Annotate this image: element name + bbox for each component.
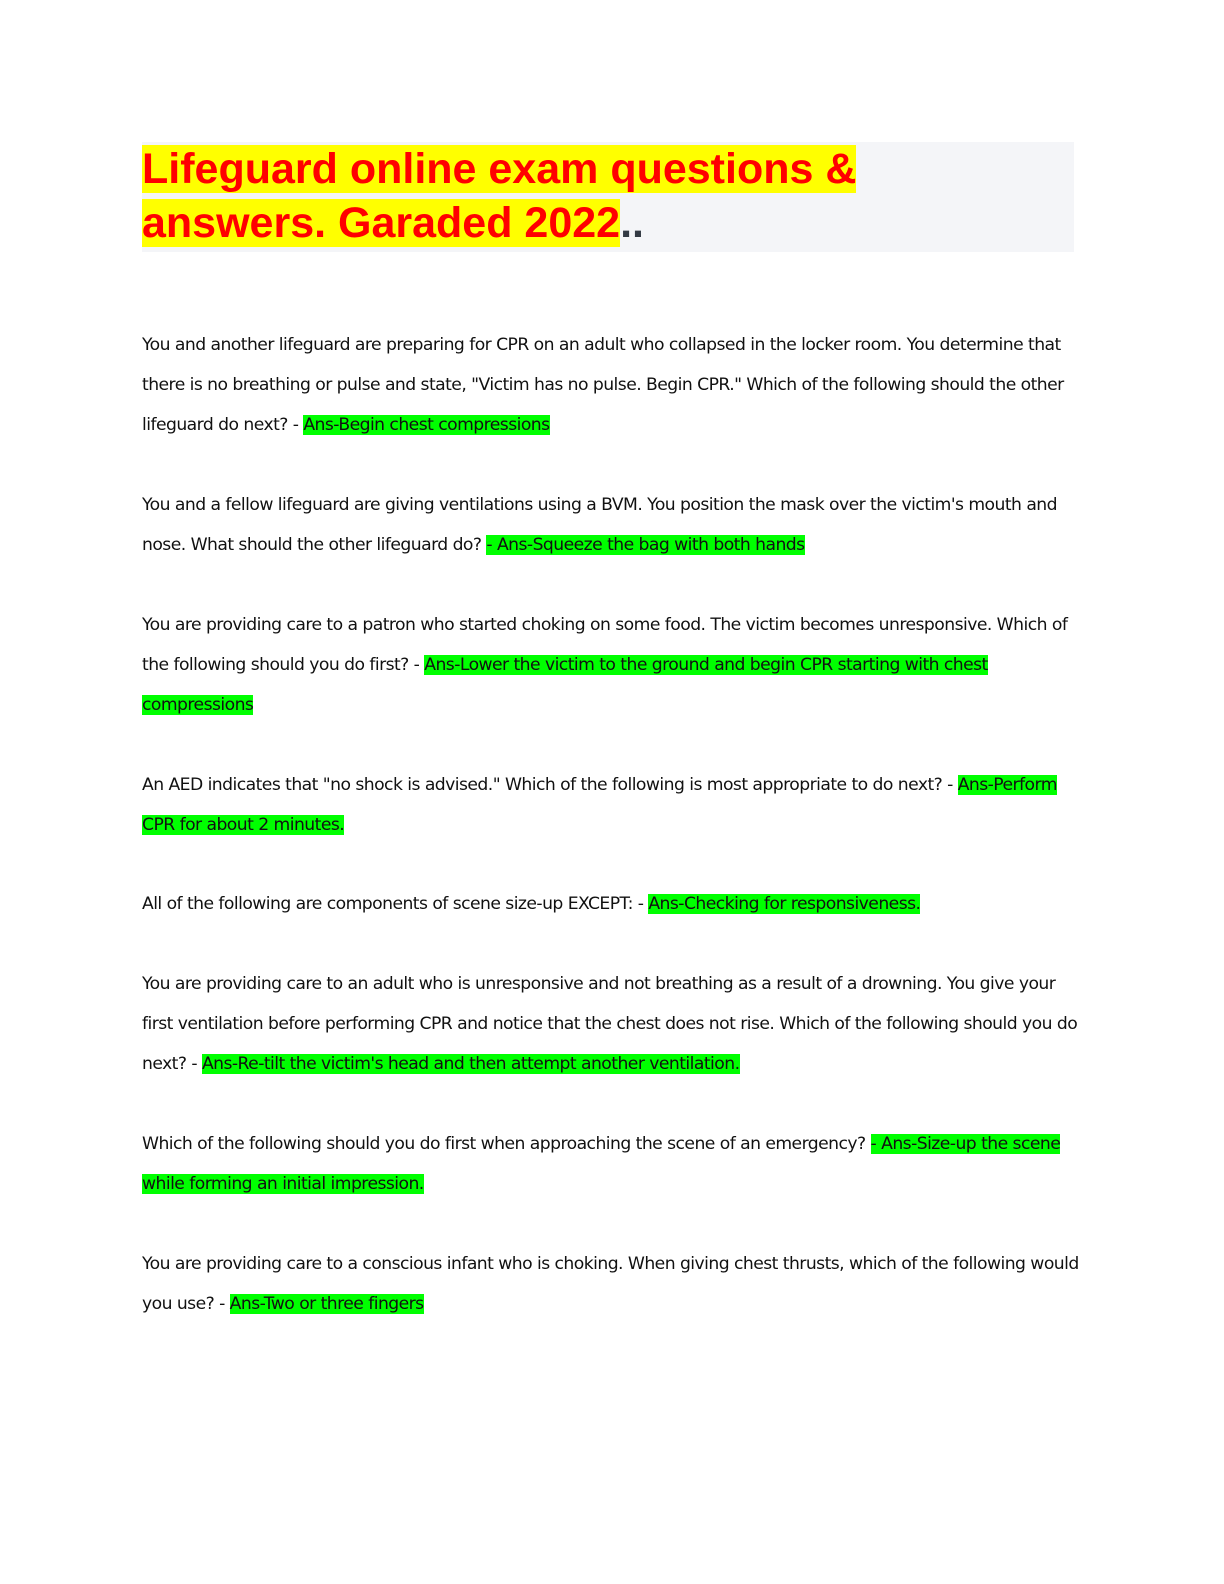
question-text: You and a fellow lifeguard are giving ve…: [142, 495, 1058, 555]
answer-text: - Ans-Squeeze the bag with both hands: [486, 535, 805, 555]
qa-item-8: You are providing care to a conscious in…: [142, 1244, 1082, 1324]
qa-item-6: You are providing care to an adult who i…: [142, 964, 1082, 1084]
answer-text: Ans-Checking for responsiveness.: [648, 894, 921, 914]
title-tail: ..: [620, 199, 644, 247]
qa-item-7: Which of the following should you do fir…: [142, 1124, 1082, 1204]
answer-text: Ans-Two or three fingers: [229, 1294, 424, 1314]
question-text: You and another lifeguard are preparing …: [142, 335, 1064, 435]
qa-item-1: You and another lifeguard are preparing …: [142, 325, 1082, 445]
qa-item-5: All of the following are components of s…: [142, 884, 1082, 924]
answer-text: Ans-Begin chest compressions: [303, 415, 550, 435]
question-text: An AED indicates that "no shock is advis…: [142, 775, 958, 795]
question-text: You are providing care to a patron who s…: [142, 615, 1068, 675]
question-text: Which of the following should you do fir…: [142, 1134, 871, 1154]
question-text: You are providing care to an adult who i…: [142, 974, 1078, 1074]
question-text: You are providing care to a conscious in…: [142, 1254, 1079, 1314]
title-line-2: answers. Garaded 2022: [142, 199, 621, 247]
qa-item-4: An AED indicates that "no shock is advis…: [142, 765, 1082, 845]
page-title: Lifeguard online exam questions & answer…: [142, 142, 1074, 250]
title-line-1: Lifeguard online exam questions &: [142, 145, 857, 193]
qa-item-3: You are providing care to a patron who s…: [142, 605, 1082, 725]
question-text: All of the following are components of s…: [142, 894, 649, 914]
answer-text: Ans-Re-tilt the victim's head and then a…: [201, 1054, 740, 1074]
qa-item-2: You and a fellow lifeguard are giving ve…: [142, 485, 1082, 565]
